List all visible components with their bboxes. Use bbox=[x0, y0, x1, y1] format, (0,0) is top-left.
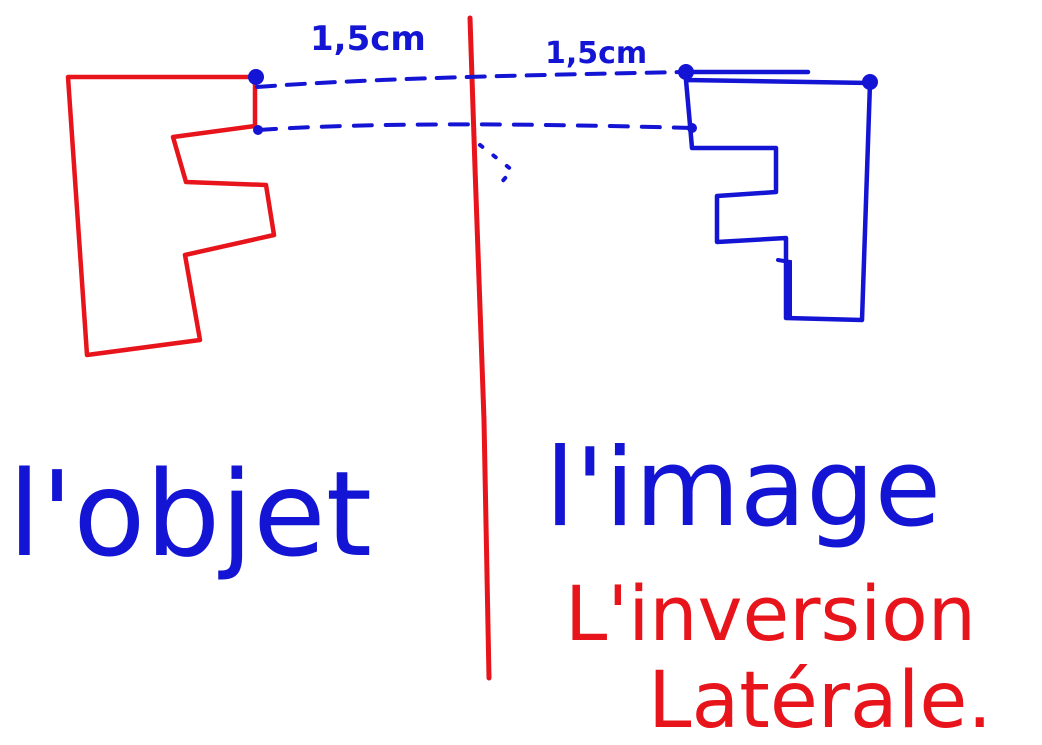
inversion-label-line1: L'inversion bbox=[565, 569, 976, 658]
image-label: l'image bbox=[545, 426, 941, 551]
image-corner-point bbox=[862, 74, 878, 90]
distance-label-left: 1,5cm bbox=[310, 19, 426, 59]
image-lower-point bbox=[687, 123, 697, 133]
image-letter-f bbox=[683, 69, 873, 323]
object-label: l'objet bbox=[8, 445, 372, 583]
upper-guide-line bbox=[255, 70, 688, 89]
distance-label-right: 1,5cm bbox=[545, 36, 647, 71]
object-letter-f bbox=[65, 74, 277, 358]
object-lower-point bbox=[253, 125, 263, 135]
short-dotted-line bbox=[478, 143, 515, 192]
object-top-point bbox=[248, 69, 264, 85]
image-top-point bbox=[678, 64, 694, 80]
lower-guide-line bbox=[256, 122, 694, 132]
inversion-label-line2: Latérale. bbox=[648, 656, 992, 745]
image-letter-f-stroke bbox=[776, 258, 792, 320]
mirror-line bbox=[467, 15, 492, 681]
